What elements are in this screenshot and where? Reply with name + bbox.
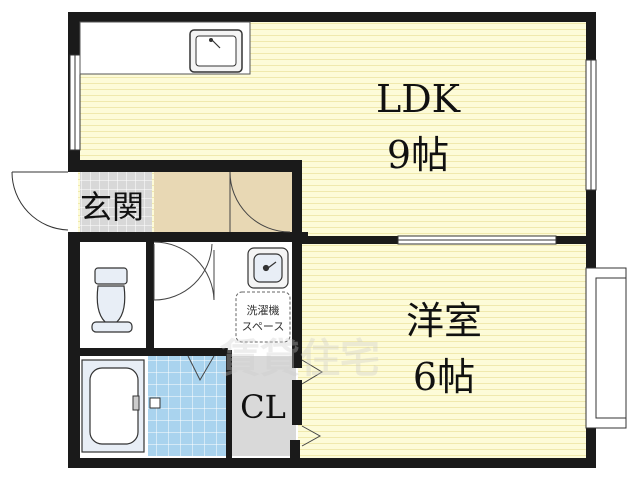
interior-doors: [153, 171, 323, 447]
washer-space-label-2: スペース: [242, 320, 285, 333]
western-floor: [298, 240, 586, 458]
western-room-size: 6帖: [413, 355, 475, 399]
closet-floor: [230, 356, 296, 456]
ldk-room-name: LDK: [376, 77, 461, 121]
washer-space: 洗濯機 スペース: [235, 291, 291, 343]
entrance-tile-floor: [80, 172, 152, 232]
closet-label: CL: [240, 388, 286, 426]
windows: [69, 54, 627, 429]
bath-floor: [148, 356, 230, 456]
western-room-name: 洋室: [406, 299, 482, 343]
entrance-door: [11, 171, 69, 231]
entrance-wood-floor: [154, 172, 294, 232]
toilet-icon: [91, 267, 133, 333]
wash-basin-icon: [247, 247, 289, 289]
entrance-label: 玄関: [80, 188, 144, 226]
washer-space-label-1: 洗濯機: [247, 303, 280, 317]
ldk-room-size: 9帖: [387, 133, 449, 177]
kitchen-sink-icon: [79, 21, 251, 75]
bathtub-icon: [81, 359, 161, 453]
watermark: 賃貸住宅: [219, 336, 380, 382]
